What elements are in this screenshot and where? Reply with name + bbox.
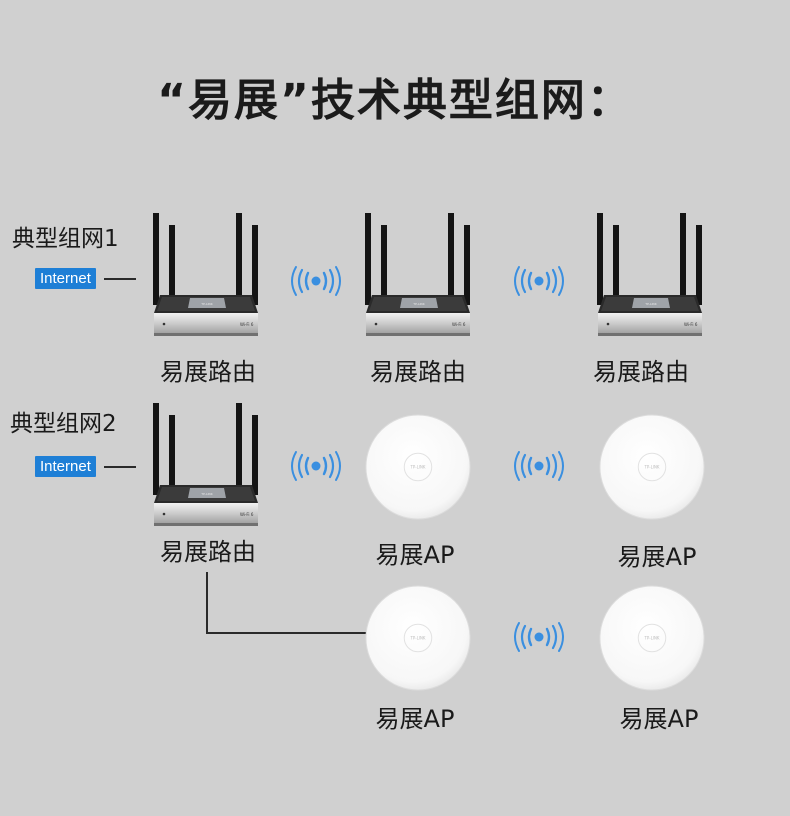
router-icon bbox=[152, 403, 262, 533]
router-icon bbox=[364, 213, 474, 343]
ceiling-ap-icon bbox=[598, 413, 706, 521]
wireless-signal-icon bbox=[509, 261, 569, 301]
scheme-1-internet-line bbox=[104, 278, 136, 280]
router-icon bbox=[596, 213, 706, 343]
wireless-signal-icon bbox=[286, 261, 346, 301]
scheme-2-internet-line bbox=[104, 466, 136, 468]
ceiling-ap-icon bbox=[598, 584, 706, 692]
scheme-2-label: 典型组网2 bbox=[10, 404, 117, 438]
scheme-2-internet-tag: Internet bbox=[35, 456, 96, 477]
scheme-2-device-1-caption: 易展路由 bbox=[128, 532, 288, 567]
ceiling-ap-icon bbox=[364, 413, 472, 521]
scheme-1-device-1-caption: 易展路由 bbox=[128, 352, 288, 387]
wired-link-horizontal bbox=[206, 632, 366, 634]
scheme-2-device-4-caption: 易展AP bbox=[335, 699, 495, 734]
scheme-1-label: 典型组网1 bbox=[12, 219, 119, 253]
router-icon bbox=[152, 213, 262, 343]
wireless-signal-icon bbox=[509, 446, 569, 486]
scheme-1-internet-tag: Internet bbox=[35, 268, 96, 289]
wireless-signal-icon bbox=[286, 446, 346, 486]
scheme-2-device-2-caption: 易展AP bbox=[335, 535, 495, 570]
scheme-1-device-3-caption: 易展路由 bbox=[561, 352, 721, 387]
wireless-signal-icon bbox=[509, 617, 569, 657]
scheme-2-device-3-caption: 易展AP bbox=[577, 537, 737, 572]
page-title: “易展”技术典型组网： bbox=[0, 64, 790, 128]
scheme-2-device-5-caption: 易展AP bbox=[579, 699, 739, 734]
scheme-1-device-2-caption: 易展路由 bbox=[338, 352, 498, 387]
ceiling-ap-icon bbox=[364, 584, 472, 692]
wired-link-vertical bbox=[206, 572, 208, 634]
